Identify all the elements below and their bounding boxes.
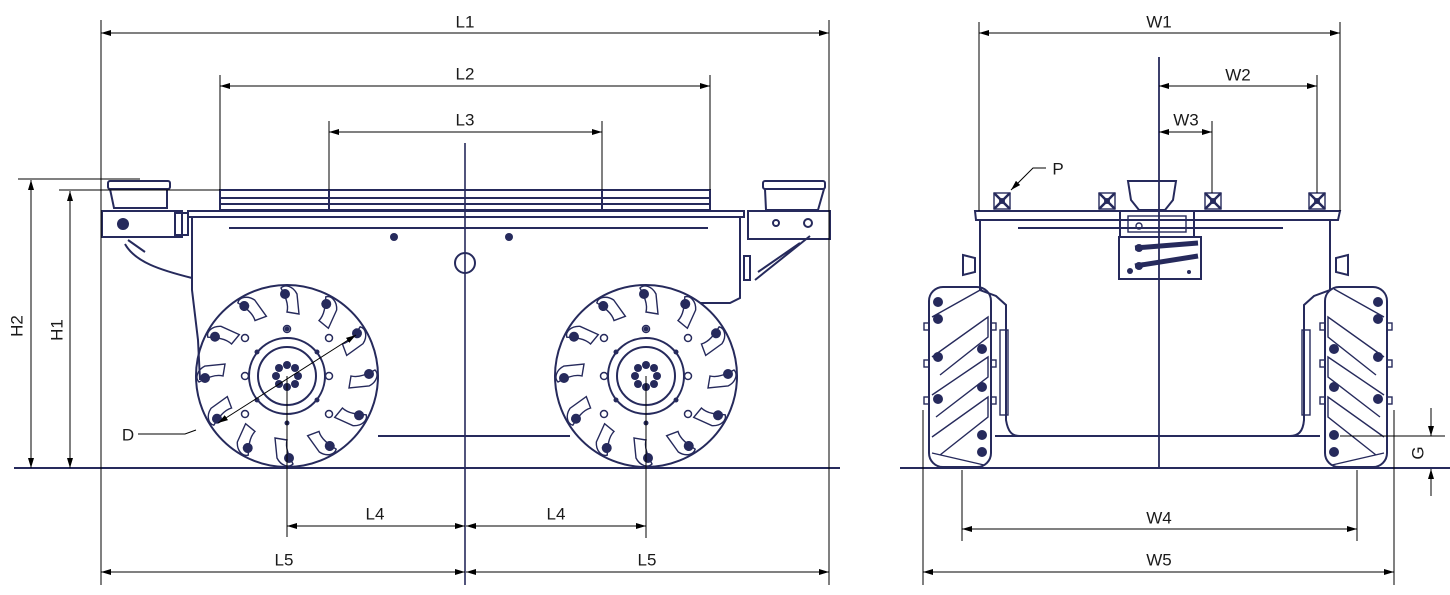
label-H1: H1 (47, 319, 67, 341)
label-L5-left: L5 (274, 550, 294, 570)
mounting-profile-2 (1097, 191, 1117, 211)
mounting-profile-3 (1203, 191, 1223, 211)
label-L4-right: L4 (546, 504, 566, 524)
label-W1: W1 (1146, 12, 1172, 32)
front-deck (973, 210, 1342, 221)
front-view (900, 22, 1450, 585)
label-H2: H2 (7, 315, 27, 337)
label-P: P (1052, 159, 1064, 179)
label-W5: W5 (1146, 550, 1172, 570)
mounting-profile-1 (992, 191, 1012, 211)
label-L2: L2 (455, 64, 475, 84)
dim-P (1010, 167, 1046, 191)
label-G: G (1408, 446, 1428, 460)
rear-sensor (743, 180, 831, 281)
side-view (14, 20, 840, 585)
deck-plate (187, 210, 745, 218)
control-panel (1118, 210, 1202, 280)
mounting-profile-4 (1307, 191, 1327, 211)
label-L5-right: L5 (637, 550, 657, 570)
label-L1: L1 (455, 12, 475, 32)
top-sensor (1126, 180, 1178, 211)
body-outline (191, 217, 741, 381)
label-W4: W4 (1146, 508, 1172, 528)
front-wheel-left (923, 286, 997, 468)
label-L4-left: L4 (365, 504, 385, 524)
front-body (979, 220, 1331, 437)
label-W3: W3 (1173, 110, 1199, 130)
label-W2: W2 (1225, 65, 1251, 85)
label-L3: L3 (455, 110, 475, 130)
front-sensor (101, 180, 193, 279)
front-wheel-right (1319, 286, 1393, 468)
label-D: D (121, 425, 135, 445)
